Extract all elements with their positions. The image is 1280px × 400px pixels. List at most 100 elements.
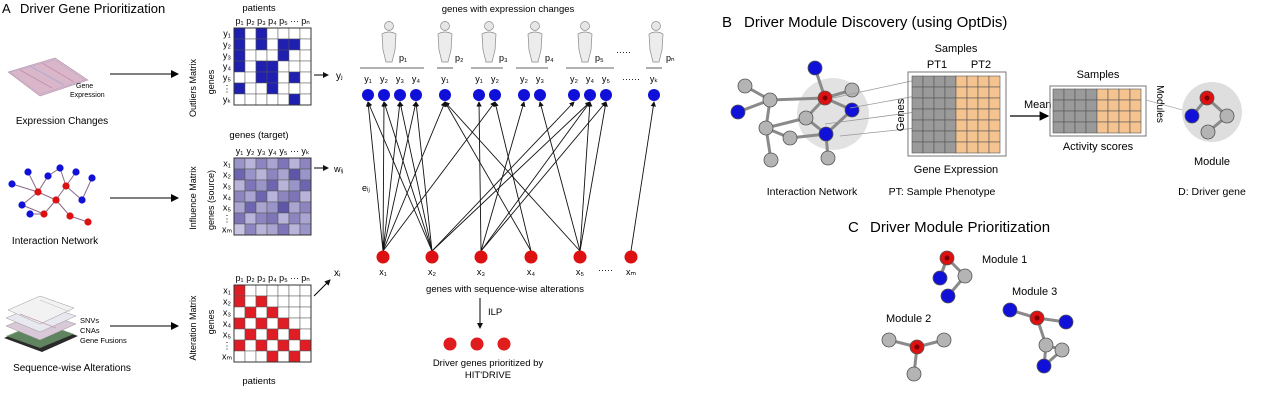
matrix-cell xyxy=(233,71,246,84)
ilp-label: ILP xyxy=(488,307,502,318)
matrix-cell xyxy=(299,317,312,330)
outliers-matrix-title: Outliers Matrix xyxy=(188,59,198,118)
expression-cell xyxy=(911,141,924,154)
matrix-cell xyxy=(255,38,268,51)
matrix-cell xyxy=(255,284,268,297)
expression-cell xyxy=(933,130,946,143)
matrix-cell xyxy=(299,306,312,319)
gray-gene-node xyxy=(762,92,778,108)
matrix-col-label: ··· xyxy=(290,146,299,156)
matrix-cell xyxy=(299,179,312,192)
samples-label: Samples xyxy=(935,43,978,55)
matrix-cell xyxy=(277,328,290,341)
influence-edge xyxy=(444,101,532,252)
matrix-cell xyxy=(288,60,301,73)
matrix-cell xyxy=(266,179,279,192)
matrix-col-label: p₃ xyxy=(257,273,266,283)
gray-gene-node xyxy=(906,366,922,382)
influence-edge xyxy=(382,101,496,252)
blue-gene-node xyxy=(1058,314,1074,330)
y-gene-label: y₂ xyxy=(570,74,579,84)
expression-cell xyxy=(911,97,924,110)
patient-label: p₄ xyxy=(545,53,554,63)
matrix-row-label: x₅ xyxy=(223,203,232,213)
activity-cell xyxy=(1063,99,1076,112)
expression-gene-node xyxy=(378,89,390,101)
influence-matrix-title: Influence Matrix xyxy=(188,166,198,230)
gray-gene-node xyxy=(758,120,774,136)
expression-cell xyxy=(977,119,990,132)
matrix-cell xyxy=(288,339,301,352)
module-3-label: Module 3 xyxy=(1012,286,1057,298)
graph-bottom-label: genes with sequence-wise alterations xyxy=(426,284,584,295)
expression-cell xyxy=(988,130,1001,143)
edge-label: eᵢⱼ xyxy=(362,183,370,193)
projection-lines xyxy=(824,79,917,137)
matrix-col-label: y₁ xyxy=(236,146,244,156)
expression-cell xyxy=(944,119,957,132)
matrix-row-label: ⋮ xyxy=(223,214,232,224)
matrix-cell xyxy=(233,179,246,192)
matrix-cell xyxy=(266,168,279,181)
expression-cell xyxy=(911,119,924,132)
matrix-row-label: xₘ xyxy=(222,225,233,235)
activity-cell xyxy=(1107,121,1120,134)
expression-cell xyxy=(933,86,946,99)
matrix-cell xyxy=(266,38,279,51)
matrix-cell xyxy=(233,317,246,330)
expression-cell xyxy=(944,130,957,143)
expression-cell xyxy=(944,141,957,154)
pt-note: PT: Sample Phenotype xyxy=(889,186,996,198)
matrix-cell xyxy=(266,223,279,236)
graph-top-label: genes with expression changes xyxy=(442,4,575,15)
matrix-cell xyxy=(288,190,301,203)
expression-cell xyxy=(977,97,990,110)
patient-body xyxy=(648,31,664,63)
network-edge xyxy=(11,183,39,193)
prioritized-modules xyxy=(881,250,1074,382)
activity-cell xyxy=(1052,99,1065,112)
matrix-col-label: p₅ xyxy=(279,16,288,26)
matrix-cell xyxy=(277,295,290,308)
matrix-cell xyxy=(277,38,290,51)
patient-figure-icon xyxy=(481,21,497,63)
result-label-line-2: HIT'DRIVE xyxy=(465,370,511,381)
expression-cell xyxy=(944,86,957,99)
matrix-row-label: x₁ xyxy=(223,159,231,169)
module-graph xyxy=(1184,90,1235,140)
influence-edge xyxy=(367,101,433,252)
matrix-cell xyxy=(266,328,279,341)
expression-cell xyxy=(922,130,935,143)
patient-label: p₃ xyxy=(499,53,508,63)
panel-c: C Driver Module Prioritization Module 1 … xyxy=(848,219,1074,382)
expression-cell xyxy=(933,119,946,132)
y-dots: ······ xyxy=(622,74,640,84)
matrix-col-label: p₄ xyxy=(268,273,277,283)
matrix-cell xyxy=(277,157,290,170)
matrix-cell xyxy=(255,295,268,308)
expression-cell xyxy=(966,141,979,154)
matrix-cell xyxy=(244,93,257,106)
activity-cell xyxy=(1085,110,1098,123)
matrix-cell xyxy=(266,93,279,106)
activity-cell xyxy=(1063,121,1076,134)
x-gene-label: x₂ xyxy=(428,267,437,277)
matrix-col-label: y₂ xyxy=(247,146,256,156)
network-edge xyxy=(21,204,45,215)
matrix-cell xyxy=(299,27,312,40)
matrix-cell xyxy=(244,306,257,319)
matrix-row-label: ⋮ xyxy=(223,341,232,351)
gene-expression-frame xyxy=(907,71,1007,157)
y-gene-label: y₁ xyxy=(364,74,372,84)
altered-gene-node xyxy=(624,250,638,264)
matrix-cell xyxy=(299,328,312,341)
driver-gene-mark xyxy=(822,95,828,101)
patient-figure-icon xyxy=(648,21,664,63)
y-gene-label: y₁ xyxy=(441,74,449,84)
expression-gene-node xyxy=(518,89,530,101)
matrix-cell xyxy=(288,212,301,225)
matrix-cell xyxy=(266,71,279,84)
